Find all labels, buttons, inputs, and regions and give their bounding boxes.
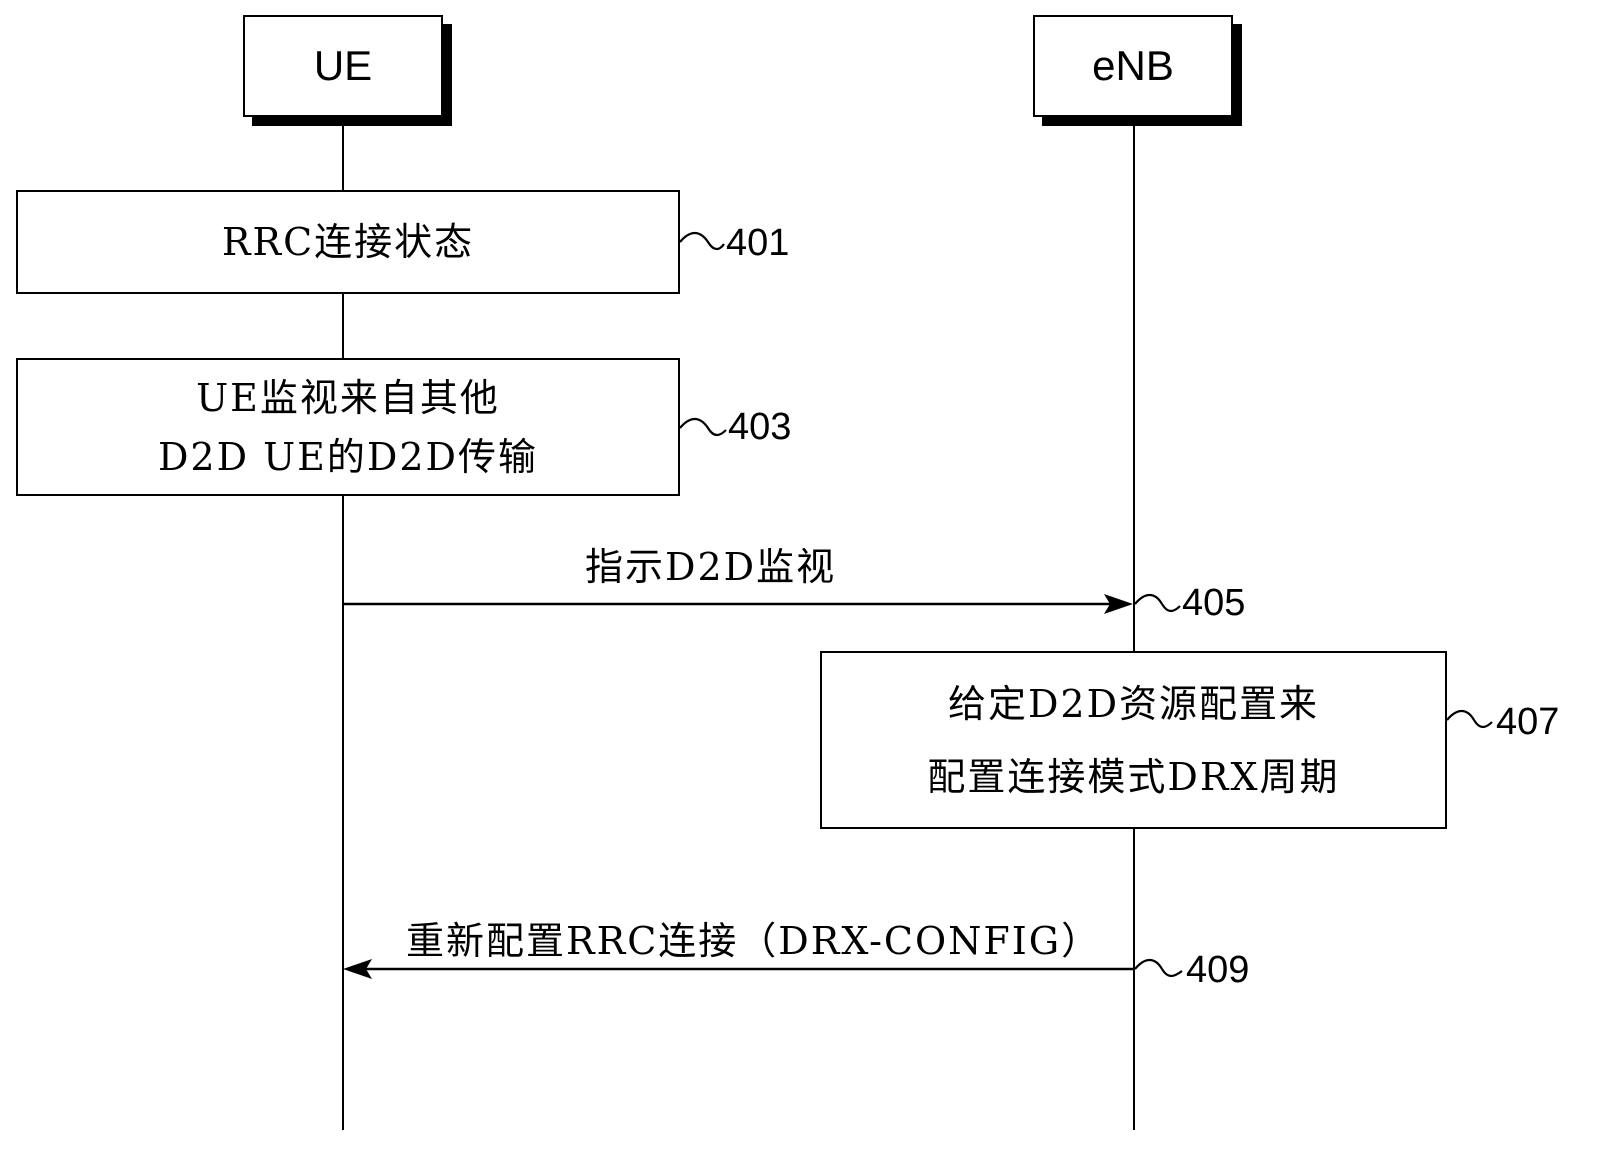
step-403-leader — [679, 417, 727, 437]
step-407-text-line1: 给定D2D资源配置来 — [947, 681, 1320, 726]
ue-lifeline — [342, 120, 344, 1130]
step-407-text-line2: 配置连接模式DRX周期 — [927, 754, 1340, 799]
step-407-ref: 407 — [1496, 701, 1560, 743]
step-407-leader — [1446, 709, 1493, 729]
message-405-ref: 405 — [1182, 582, 1246, 624]
message-409-label: 重新配置RRC连接（DRX-CONFIG） — [406, 919, 1102, 963]
ue-entity-box: UE — [243, 15, 443, 117]
message-409-ref: 409 — [1186, 949, 1250, 991]
step-407-box: 给定D2D资源配置来 配置连接模式DRX周期 — [820, 651, 1447, 829]
message-405-arrowhead — [1104, 594, 1133, 614]
step-403-text-line2: D2D UE的D2D传输 — [157, 434, 539, 479]
enb-entity-box: eNB — [1033, 15, 1233, 117]
step-403-box: UE监视来自其他 D2D UE的D2D传输 — [16, 358, 680, 496]
message-409-leader — [1134, 958, 1183, 978]
step-401-text: RRC连接状态 — [221, 220, 475, 264]
step-401-leader — [679, 231, 725, 251]
step-401-box: RRC连接状态 — [16, 190, 680, 294]
step-401-ref: 401 — [726, 222, 790, 264]
enb-lifeline — [1133, 120, 1135, 1130]
message-405-leader — [1134, 593, 1181, 613]
step-403-text-line1: UE监视来自其他 — [196, 375, 500, 420]
step-403-ref: 403 — [728, 406, 792, 448]
message-409-arrowhead — [343, 959, 372, 979]
message-405-label: 指示D2D监视 — [585, 545, 837, 589]
